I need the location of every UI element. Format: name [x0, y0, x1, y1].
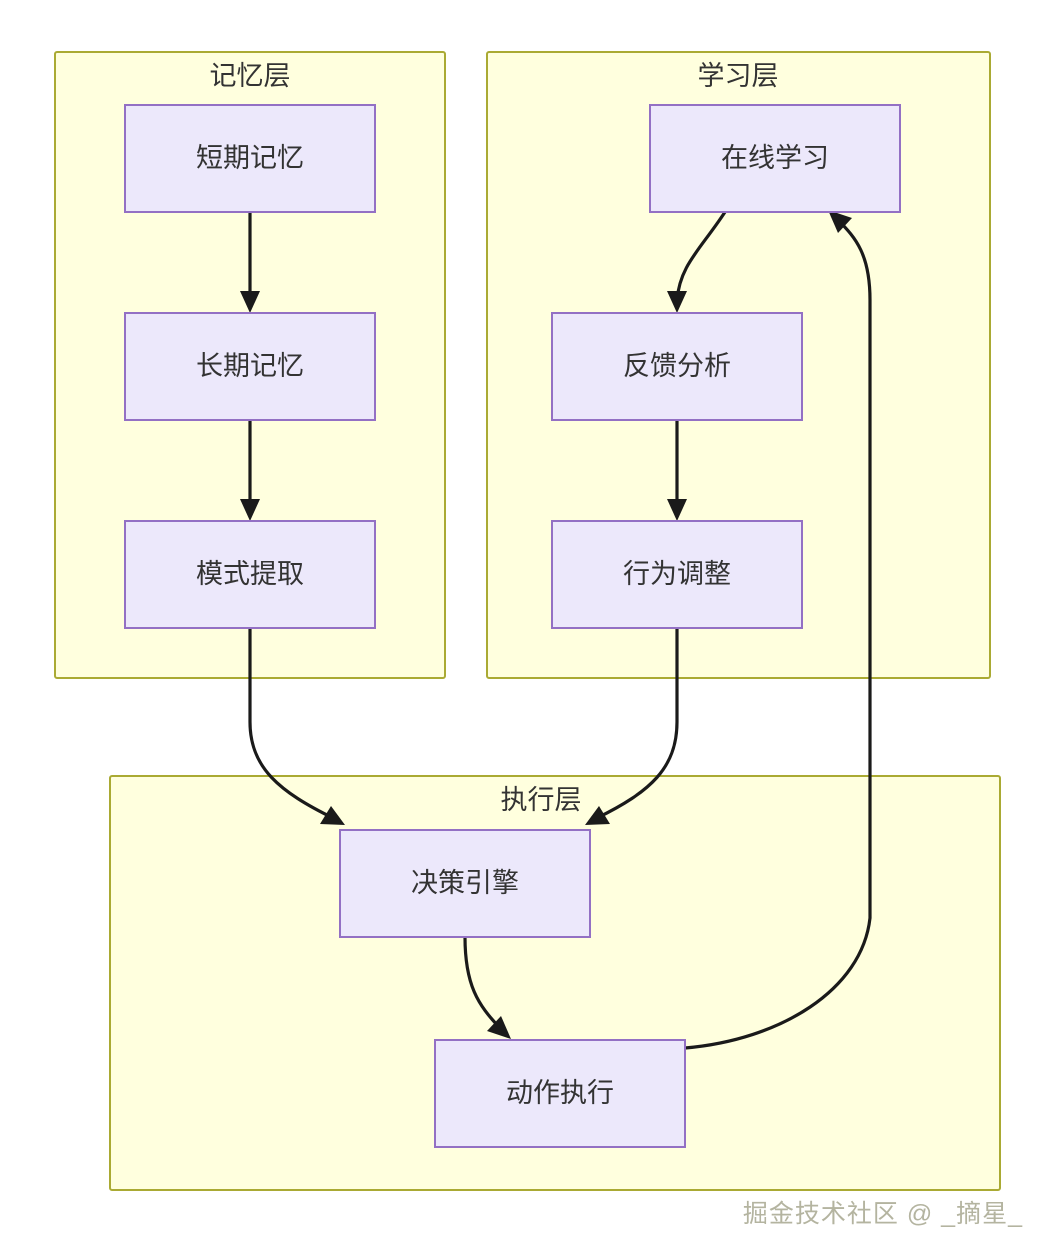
node-label: 长期记忆 — [196, 351, 304, 381]
arrowhead-icon — [828, 210, 852, 233]
node-long-term-memory[interactable]: 长期记忆 — [124, 312, 376, 421]
arrowhead-icon — [240, 499, 260, 521]
edge-path — [463, 936, 502, 1030]
node-action-execution[interactable]: 动作执行 — [434, 1039, 686, 1148]
node-rect[interactable] — [124, 312, 376, 421]
arrowhead-icon — [240, 291, 260, 313]
node-label: 反馈分析 — [623, 351, 731, 381]
edge-path — [684, 218, 872, 1050]
node-feedback-analysis[interactable]: 反馈分析 — [551, 312, 803, 421]
watermark-text: 掘金技术社区 @ _摘星_ — [742, 1200, 1023, 1228]
node-behavior-adjustment[interactable]: 行为调整 — [551, 520, 803, 629]
node-short-term-memory[interactable]: 短期记忆 — [124, 104, 376, 213]
node-label: 行为调整 — [623, 559, 731, 589]
node-pattern-extraction[interactable]: 模式提取 — [124, 520, 376, 629]
node-rect[interactable] — [649, 104, 901, 213]
edge-path — [248, 628, 334, 820]
node-label: 模式提取 — [196, 559, 304, 589]
node-online-learning[interactable]: 在线学习 — [649, 104, 901, 213]
edge-path — [675, 211, 727, 301]
cluster-execution-label: 执行层 — [501, 785, 582, 815]
arrowhead-icon — [667, 291, 687, 313]
cluster-execution: 执行层 — [109, 775, 1001, 1191]
edge-long-term-to-pattern — [240, 420, 260, 521]
node-label: 动作执行 — [506, 1078, 614, 1108]
node-rect[interactable] — [551, 312, 803, 421]
node-rect[interactable] — [339, 829, 591, 938]
node-rect[interactable] — [124, 104, 376, 213]
arrowhead-icon — [585, 806, 610, 825]
arrowhead-icon — [487, 1016, 511, 1039]
node-label: 决策引擎 — [411, 868, 519, 898]
edge-decision-to-action — [463, 936, 511, 1039]
edge-pattern-to-decision — [248, 628, 345, 825]
edge-behavior-to-decision — [585, 628, 679, 825]
node-rect[interactable] — [124, 520, 376, 629]
edge-short-term-to-long-term — [240, 212, 260, 313]
cluster-learning-label: 学习层 — [698, 61, 779, 91]
cluster-memory-label: 记忆层 — [210, 61, 291, 91]
arrowhead-icon — [667, 499, 687, 521]
node-decision-engine[interactable]: 决策引擎 — [339, 829, 591, 938]
edge-path — [596, 628, 679, 820]
node-rect[interactable] — [434, 1039, 686, 1148]
node-label: 短期记忆 — [196, 143, 304, 173]
arrowhead-icon — [320, 806, 345, 825]
edge-feedback-to-behavior — [667, 420, 687, 521]
node-rect[interactable] — [551, 520, 803, 629]
cluster-execution-rect — [109, 775, 1001, 1191]
edge-online-learn-to-feedback — [667, 211, 727, 313]
node-label: 在线学习 — [721, 143, 829, 173]
edge-action-to-online-learn — [684, 210, 872, 1050]
